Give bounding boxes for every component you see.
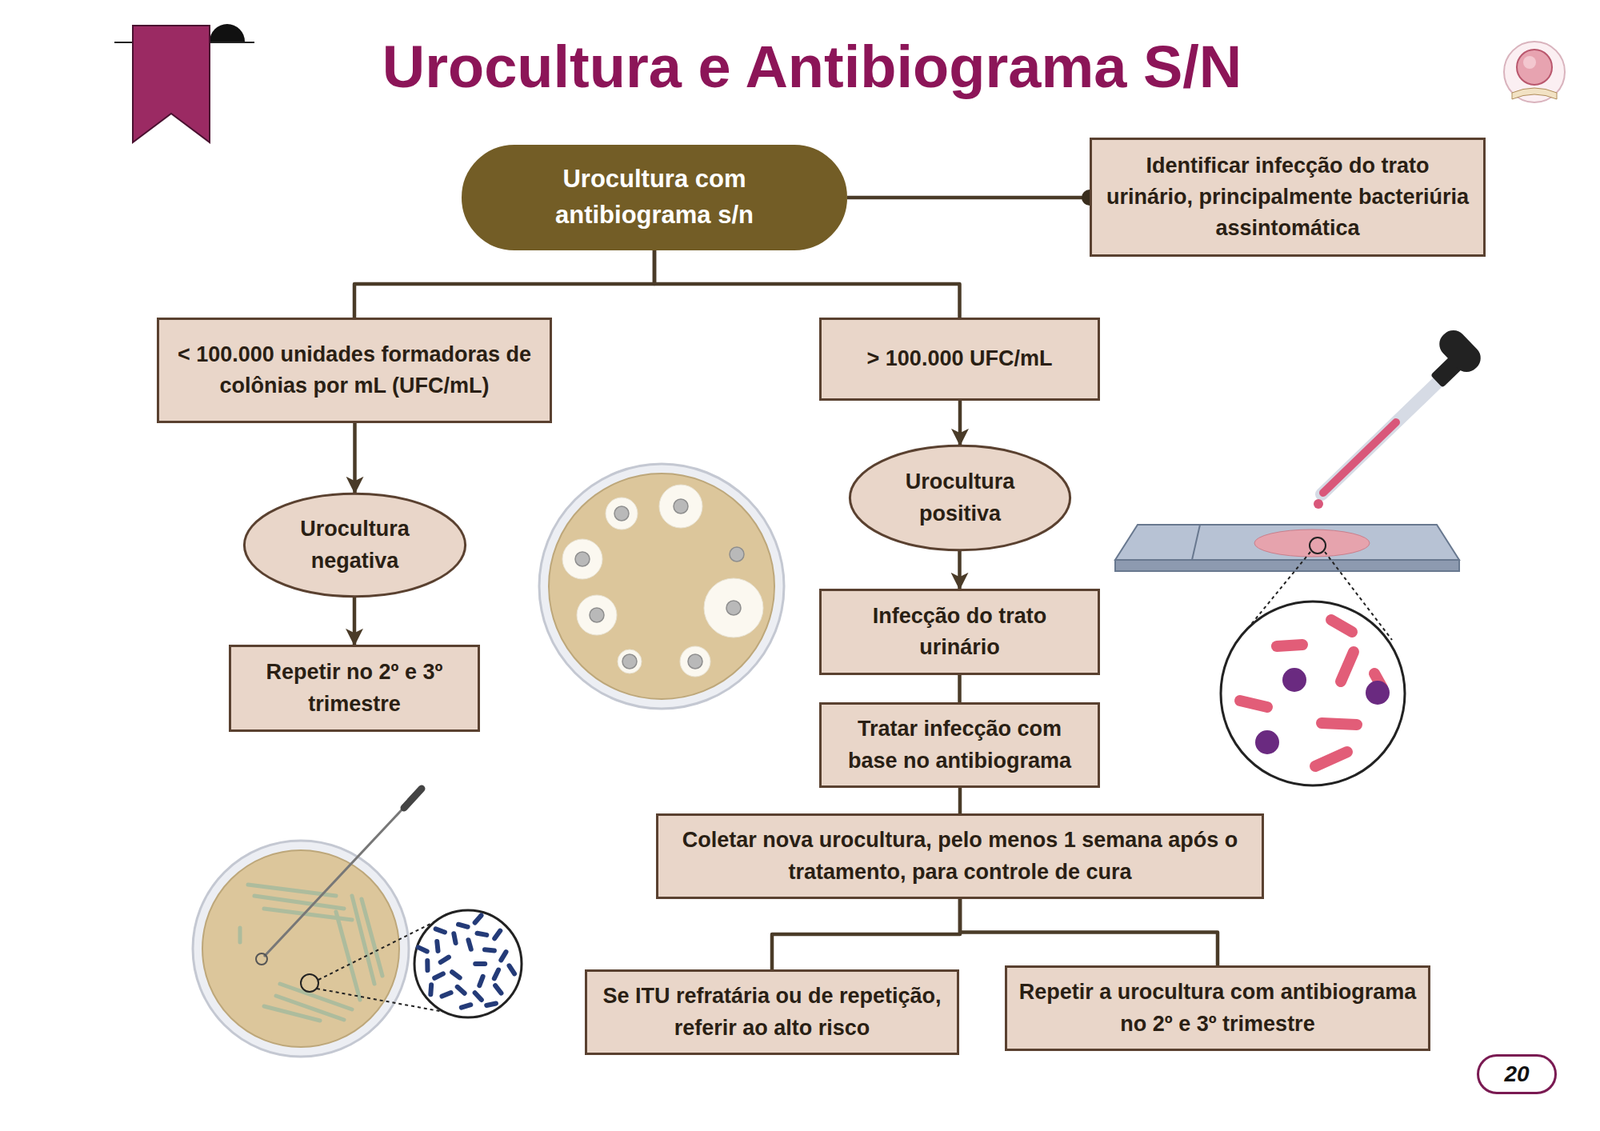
bacteria-rod (476, 933, 487, 936)
node-text: Urocultura negativa (270, 513, 440, 576)
connector (654, 250, 960, 318)
bookmark-icon (114, 24, 255, 143)
node-text: Repetir a urocultura com antibiograma no… (1016, 976, 1419, 1040)
connector (958, 400, 963, 445)
bacteria-rod (475, 961, 485, 967)
node-text: Urocultura positiva (876, 466, 1044, 529)
bacteria-rod (442, 992, 452, 996)
connector (352, 597, 357, 645)
antibiogram-petri-dish (539, 464, 784, 709)
bacteria-rod (461, 1004, 471, 1008)
ellipse-outline (848, 444, 1072, 552)
ellipse-outline (243, 492, 467, 598)
bacteria-rod (418, 947, 428, 952)
node-text: Urocultura com antibiograma s/n (488, 161, 821, 234)
ellipse-shape (849, 445, 1070, 550)
process-box: Infecção do trato urinário (819, 588, 1100, 676)
result-ellipse: Urocultura negativa (243, 492, 467, 598)
node-text: Coletar nova urocultura, pelo menos 1 se… (668, 824, 1252, 888)
ellipse-shape (244, 493, 465, 596)
dropper (1313, 324, 1486, 509)
bacteria-rod (494, 931, 500, 940)
bacteria-rod (424, 960, 430, 971)
bacteria-rod (436, 928, 445, 932)
title: Urocultura e Antibiograma S/N (264, 32, 1360, 104)
bacteria-rod (495, 985, 501, 993)
bacteria-rod (434, 973, 444, 978)
microscope-slide (1115, 524, 1460, 786)
connector (958, 788, 963, 814)
title-text: Urocultura e Antibiograma S/N (264, 32, 1360, 104)
connector (957, 551, 962, 589)
bacteria-rod (475, 992, 482, 1000)
bacteria-rod (436, 941, 438, 952)
result-ellipse: Urocultura positiva (848, 444, 1072, 552)
logo (1504, 41, 1565, 103)
culture-petri-dish (192, 788, 522, 1057)
note-box: Identificar infecção do trato urinário, … (1089, 137, 1486, 257)
process-box: Tratar infecção com base no antibiograma (819, 702, 1100, 788)
connector (352, 423, 357, 493)
bacteria-rod (440, 957, 449, 963)
bacteria-rod (468, 940, 471, 950)
connector (772, 899, 960, 970)
connector (957, 675, 962, 703)
connector (960, 899, 1218, 966)
bacteria-rod (509, 965, 516, 974)
process-box: < 100.000 unidades formadoras de colônia… (156, 317, 552, 424)
node-text: Tratar infecção com base no antibiograma (831, 713, 1088, 776)
bacteria-rod (479, 976, 483, 986)
process-box: Repetir a urocultura com antibiograma no… (1004, 965, 1431, 1052)
node-text: Identificar infecção do trato urinário, … (1101, 150, 1474, 244)
bacteria-rod (428, 984, 434, 995)
process-box: Coletar nova urocultura, pelo menos 1 se… (656, 813, 1264, 900)
bacteria-rod (486, 1003, 496, 1005)
bacteria-rod (457, 987, 465, 994)
bacteria-rod (500, 952, 506, 960)
node-text: Repetir no 2º e 3º trimestre (240, 656, 468, 720)
bacteria-rod (484, 949, 495, 951)
process-box: Se ITU refratária ou de repetição, refer… (584, 969, 960, 1056)
bacteria-rod (453, 933, 456, 944)
node-text: > 100.000 UFC/mL (867, 343, 1053, 375)
connector (354, 250, 655, 318)
page-number: 20 (1476, 1054, 1557, 1095)
process-box: > 100.000 UFC/mL (819, 317, 1100, 401)
bacteria-rod (494, 970, 499, 980)
bacteria-rod (452, 972, 460, 978)
node-text: Se ITU refratária ou de repetição, refer… (596, 980, 948, 1044)
start-pill: Urocultura com antibiograma s/n (461, 144, 848, 251)
bacteria-rod (475, 915, 482, 923)
bacteria-rod (458, 924, 468, 928)
process-box: Repetir no 2º e 3º trimestre (228, 644, 480, 732)
connector (847, 196, 1090, 200)
node-text: < 100.000 unidades formadoras de colônia… (168, 339, 540, 402)
node-text: Infecção do trato urinário (831, 600, 1088, 664)
